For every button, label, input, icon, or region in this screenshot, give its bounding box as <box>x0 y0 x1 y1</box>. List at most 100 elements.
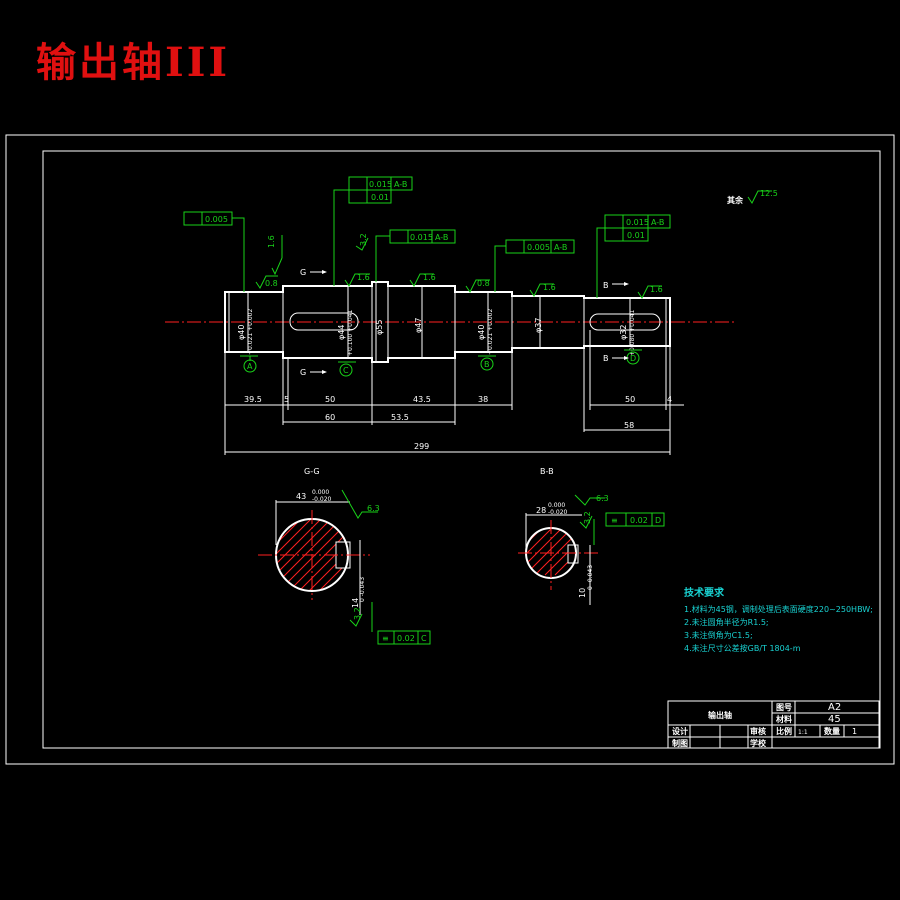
tol-5b: A-B <box>651 218 664 227</box>
tol-1: 0.005 <box>205 215 228 224</box>
gg-side-rough: 3.2 <box>353 607 362 620</box>
label-designer: 设计 <box>672 726 688 736</box>
tol-4a: 0.005 <box>527 243 550 252</box>
dim-total: 299 <box>414 442 429 451</box>
tech-heading: 技术要求 <box>684 586 725 599</box>
gg-roughness: 6.3 <box>367 504 380 513</box>
dia-phi40a-tol: +0.021 +0.002 <box>247 309 254 355</box>
dia-phi44-tol: +0.100 +0.041 <box>347 310 354 356</box>
title-block: 输出轴 图号 A2 材料 45 比例 1:1 数量 1 设计 制图 审核 学校 <box>667 700 880 749</box>
datum-c: C <box>343 366 349 375</box>
scale: 1:1 <box>798 729 808 736</box>
section-mark-g-top: G <box>300 268 306 277</box>
label-drawing: 制图 <box>672 738 688 748</box>
inner-frame <box>42 150 881 749</box>
datum-d: D <box>630 354 636 363</box>
dia-phi44: φ44 <box>337 325 346 340</box>
gg-sym-tol: 0.02 <box>397 634 415 643</box>
dim-2: 5 <box>284 395 289 404</box>
tol-2c: 0.01 <box>371 193 389 202</box>
tol-2b: A-B <box>394 180 407 189</box>
material: 45 <box>828 714 841 725</box>
dia-phi55: φ55 <box>375 320 384 335</box>
tol-2a: 0.015 <box>369 180 392 189</box>
bb-sym-datum: D <box>655 516 661 525</box>
tech-item-2: 2.未注圆角半径为R1.5; <box>684 617 769 627</box>
section-mark-g-bot: G <box>300 368 306 377</box>
roughness-symbols: 1.6 0.8 1.6 3.2 1.6 0.8 1.6 1.6 其余 12.5 <box>255 189 778 299</box>
dia-phi40a: φ40 <box>237 325 246 340</box>
drawing-no: A2 <box>828 702 841 713</box>
label-check: 审核 <box>750 726 766 736</box>
dim-3: 50 <box>325 395 335 404</box>
dim-8: 60 <box>325 413 335 422</box>
dim-7: 4 <box>667 395 672 404</box>
svg-text:≡: ≡ <box>382 634 389 643</box>
section-mark-b-top: B <box>603 281 609 290</box>
tech-requirements: 技术要求 1.材料为45钢，调制处理后表面硬度220~250HBW; 2.未注圆… <box>684 586 873 653</box>
dia-phi40b-tol: +0.021 +0.002 <box>487 309 494 355</box>
dim-4: 43.5 <box>413 395 431 404</box>
label-material: 材料 <box>776 714 792 724</box>
qty: 1 <box>852 727 857 736</box>
tol-4b: A-B <box>554 243 567 252</box>
dia-phi37: φ37 <box>534 318 543 333</box>
section-mark-b-bot: B <box>603 354 609 363</box>
datum-symbols: A C B D <box>240 349 642 377</box>
dim-6: 50 <box>625 395 635 404</box>
gg-sym-datum: C <box>421 634 427 643</box>
dim-10: 58 <box>624 421 634 430</box>
bb-roughness: 6.3 <box>596 494 609 503</box>
dia-phi32-tol: +0.080 +0.041 <box>629 310 636 356</box>
rough-8: 1.6 <box>650 285 663 294</box>
section-gg: G-G 43 0.000 -0.020 6.3 14 0 -0.043 3.2 … <box>258 467 431 645</box>
drawing-title: 输出轴III <box>36 39 231 86</box>
dia-phi32: φ32 <box>619 325 628 340</box>
rough-7: 1.6 <box>543 283 556 292</box>
rough-1: 1.6 <box>267 235 276 248</box>
datum-a: A <box>247 362 253 371</box>
tol-5a: 0.015 <box>626 218 649 227</box>
bb-dim: 28 <box>536 506 546 515</box>
dim-9: 53.5 <box>391 413 409 422</box>
label-school: 学校 <box>750 738 767 748</box>
section-bb: B-B 28 0.000 -0.020 6.3 3.2 ≡ 0.02 D 10 … <box>518 467 665 605</box>
gg-keyway: 14 <box>351 598 360 608</box>
dia-phi47: φ47 <box>414 318 423 333</box>
dimension-lines: 39.5 5 50 43.5 38 50 4 60 53.5 58 299 <box>224 330 684 455</box>
rough-5: 1.6 <box>423 273 436 282</box>
diameter-labels: φ40 +0.021 +0.002 φ44 +0.100 +0.041 φ55 … <box>237 286 636 358</box>
rough-3: 1.6 <box>357 273 370 282</box>
gg-dim: 43 <box>296 492 306 501</box>
section-bb-label: B-B <box>540 467 554 476</box>
tech-item-3: 3.未注倒角为C1.5; <box>684 630 753 640</box>
rough-9: 12.5 <box>760 189 778 198</box>
dim-1: 39.5 <box>244 395 262 404</box>
datum-b: B <box>484 360 490 369</box>
bb-side-rough: 3.2 <box>583 511 592 524</box>
label-scale: 比例 <box>776 726 792 736</box>
bb-tol-top: 0.000 <box>548 502 565 509</box>
svg-text:≡: ≡ <box>611 516 618 525</box>
dim-5: 38 <box>478 395 488 404</box>
section-gg-label: G-G <box>304 467 320 476</box>
tech-item-1: 1.材料为45钢，调制处理后表面硬度220~250HBW; <box>684 604 873 614</box>
label-drawing-no: 图号 <box>776 703 792 712</box>
tolerance-frames: 0.005 0.015 A-B 0.01 0.015 A-B 0.005 A-B… <box>183 176 671 298</box>
bb-keyway: 10 <box>578 588 587 598</box>
tech-item-4: 4.未注尺寸公差按GB/T 1804-m <box>684 643 801 653</box>
section-marks: G G B B <box>300 268 629 377</box>
outer-frame <box>5 134 895 765</box>
part-name: 输出轴 <box>708 710 732 720</box>
label-qty: 数量 <box>824 726 840 736</box>
rough-4: 3.2 <box>359 233 368 246</box>
gg-keyway-tol: 0 -0.043 <box>359 577 366 602</box>
rough-2: 0.8 <box>265 279 278 288</box>
rough-6: 0.8 <box>477 279 490 288</box>
gg-tol-top: 0.000 <box>312 489 329 496</box>
tol-5c: 0.01 <box>627 231 645 240</box>
tol-3b: A-B <box>435 233 448 242</box>
tol-3a: 0.015 <box>410 233 433 242</box>
bb-sym-tol: 0.02 <box>630 516 648 525</box>
